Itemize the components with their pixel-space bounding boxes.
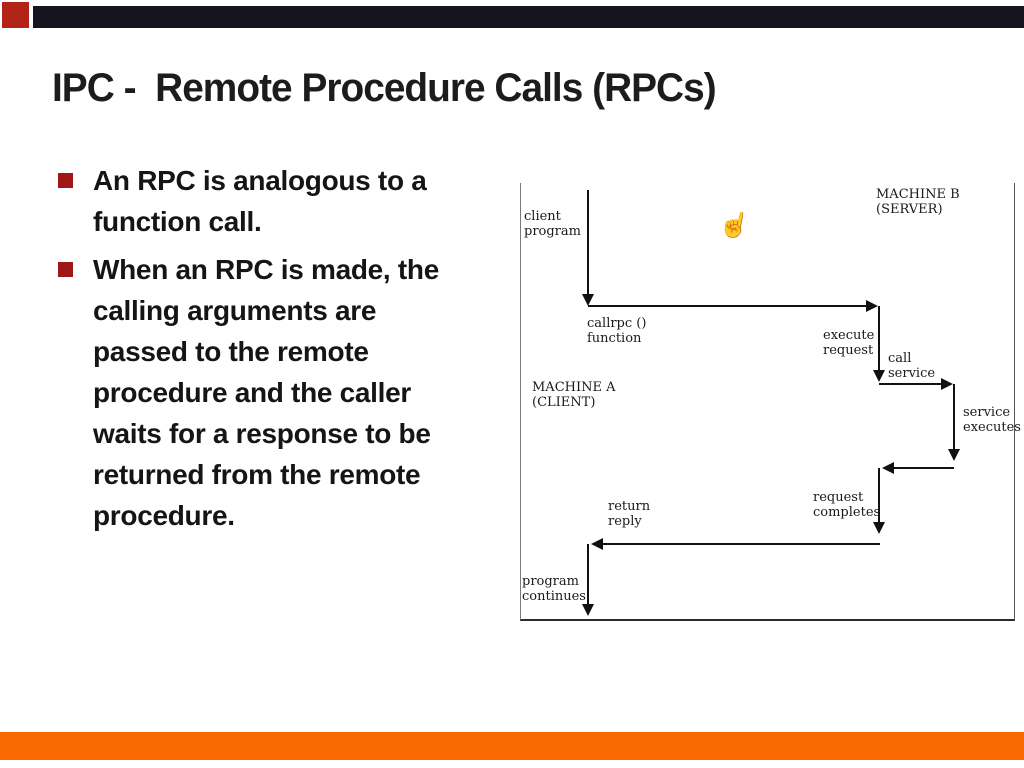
client-program-label: client program — [524, 209, 581, 239]
diagram-connector-line — [878, 306, 880, 372]
diagram-connector-line — [587, 190, 589, 295]
arrowhead-right-icon — [941, 378, 953, 390]
diagram-connector-line — [879, 383, 943, 385]
bottom-accent-bar — [0, 732, 1024, 760]
bullet-marker-icon — [58, 173, 73, 188]
arrowhead-left-icon — [882, 462, 894, 474]
return-reply-label: return reply — [608, 499, 651, 529]
bullet-list: An RPC is analogous to a function call. … — [58, 160, 488, 536]
request-completes-label: request completes — [813, 490, 881, 520]
bullet-text-2: When an RPC is made, the calling argumen… — [93, 254, 439, 531]
diagram-connector-line — [878, 468, 880, 524]
top-accent-bar — [33, 6, 1024, 28]
arrowhead-down-icon — [948, 449, 960, 461]
diagram-connector-line — [953, 384, 955, 451]
bullet-item-1: An RPC is analogous to a function call. — [58, 160, 488, 242]
arrowhead-right-icon — [866, 300, 878, 312]
call-service-label: call service — [888, 351, 936, 381]
diagram-connector-line — [587, 544, 589, 606]
diagram-connector-line — [894, 467, 954, 469]
service-executes-label: service executes — [963, 405, 1021, 435]
bullet-marker-icon — [58, 262, 73, 277]
machine-b-server-label: MACHINE B (SERVER) — [876, 187, 960, 217]
machine-a-client-label: MACHINE A (CLIENT) — [532, 380, 616, 410]
bullet-item-2: When an RPC is made, the calling argumen… — [58, 249, 488, 536]
corner-accent-square — [2, 2, 29, 28]
diagram-connector-line — [588, 305, 866, 307]
callrpc-function-label: callrpc () function — [587, 316, 647, 346]
slide-title: IPC - Remote Procedure Calls (RPCs) — [52, 66, 717, 110]
execute-request-label: execute request — [823, 328, 875, 358]
arrowhead-left-icon — [591, 538, 603, 550]
hand-cursor-icon: ☝ — [716, 208, 753, 242]
arrowhead-down-icon — [873, 370, 885, 382]
program-continues-label: program continues — [522, 574, 586, 604]
arrowhead-down-icon — [582, 294, 594, 306]
rpc-diagram: client program MACHINE B (SERVER) callrpc … — [520, 183, 1021, 621]
arrowhead-down-icon — [582, 604, 594, 616]
bullet-text-1: An RPC is analogous to a function call. — [93, 165, 427, 237]
arrowhead-down-icon — [873, 522, 885, 534]
diagram-connector-line — [603, 543, 880, 545]
